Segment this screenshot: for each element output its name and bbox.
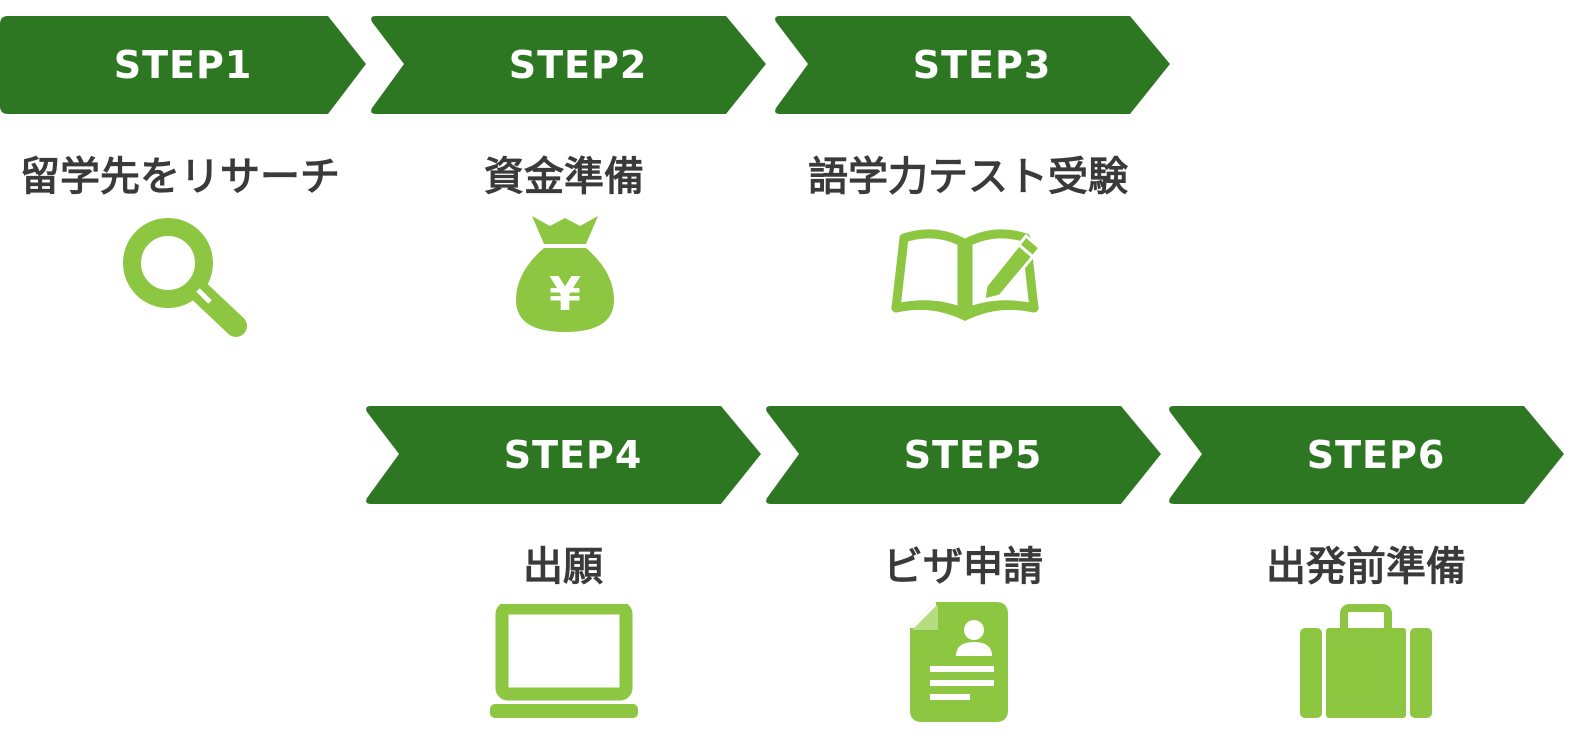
yen-money-bag-icon: ¥ [510, 210, 620, 339]
step-5-banner: STEP5 [763, 406, 1163, 504]
step-4-label: STEP4 [503, 433, 643, 477]
step-2-label: STEP2 [508, 43, 648, 87]
step-2-title: 資金準備 [484, 154, 644, 200]
step-3-label: STEP3 [912, 43, 1052, 87]
step-4-title: 出願 [523, 544, 603, 590]
magnifier-icon [118, 208, 253, 342]
step-3-title: 語学力テスト受験 [808, 154, 1128, 200]
book-pencil-icon [888, 224, 1048, 328]
step-3-banner: STEP3 [772, 16, 1172, 114]
step-1-banner: STEP1 [0, 16, 400, 114]
suitcase-icon [1298, 604, 1434, 724]
step-4-banner: STEP4 [363, 406, 763, 504]
step-5-title: ビザ申請 [883, 544, 1043, 590]
step-6-banner: STEP6 [1166, 406, 1566, 504]
step-6-label: STEP6 [1306, 433, 1446, 477]
step-6-title: 出発前準備 [1266, 544, 1466, 590]
step-5-label: STEP5 [903, 433, 1043, 477]
laptop-icon [488, 601, 640, 726]
svg-text:¥: ¥ [549, 267, 581, 321]
step-1-title: 留学先をリサーチ [20, 154, 340, 200]
step-1-label: STEP1 [113, 43, 253, 87]
document-id-icon [908, 600, 1012, 728]
step-2-banner: STEP2 [368, 16, 768, 114]
